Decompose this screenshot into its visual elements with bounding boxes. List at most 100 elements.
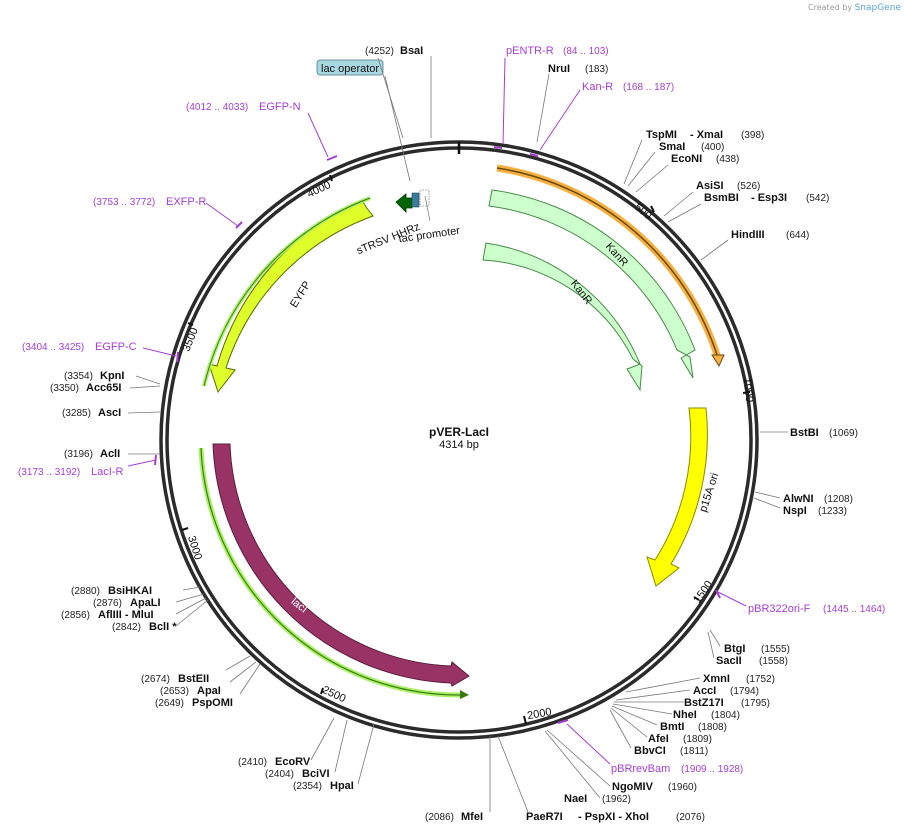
hindiii-label[interactable]: HindIII (731, 229, 765, 241)
acci-label[interactable]: AccI (693, 685, 716, 697)
econi-pos: (438) (716, 154, 739, 165)
kanr-arrow-inner[interactable] (482, 242, 643, 392)
pspomi-pos: (2649) (155, 698, 184, 709)
enzymes-right: TspMI - XmaI (398) SmaI (400) EcoNI (438… (526, 129, 858, 823)
bcivi-pos: (2404) (265, 769, 294, 780)
acci-pos: (1794) (730, 686, 759, 697)
nhei-label[interactable]: NheI (673, 709, 697, 721)
bcivi-label[interactable]: BciVI (302, 768, 330, 780)
ngomiv-label[interactable]: NgoMIV (612, 781, 654, 793)
tac-promoter-arrow[interactable] (395, 193, 413, 213)
asisi-pos: (526) (737, 181, 760, 192)
bstz17i-pos: (1795) (741, 698, 770, 709)
asisi-label[interactable]: AsiSI (696, 180, 724, 192)
nspi-label[interactable]: NspI (783, 505, 807, 517)
naei-label[interactable]: NaeI (564, 793, 587, 805)
pspxi-xhoi-label[interactable]: - PspXI - XhoI (578, 811, 649, 823)
tick-2000: 2000 (526, 706, 552, 722)
enzymes-top: (4252) BsaI NruI (183) (365, 45, 608, 75)
enzyme-leaders (127, 56, 788, 813)
bstz17i-label[interactable]: BstZ17I (684, 697, 724, 709)
tspmi-label[interactable]: TspMI (646, 129, 677, 141)
bmti-label[interactable]: BmtI (660, 721, 684, 733)
hpai-pos: (2354) (293, 781, 322, 792)
xmni-label[interactable]: XmnI (703, 673, 730, 685)
acc65i-label[interactable]: Acc65I (86, 382, 121, 394)
bcli-label[interactable]: BclI * (149, 621, 177, 633)
acli-pos: (3196) (64, 449, 93, 460)
bstbi-label[interactable]: BstBI (790, 427, 819, 439)
paer7i-pos: (2076) (676, 812, 705, 823)
alwni-pos: (1208) (824, 494, 853, 505)
egfp-n-label[interactable]: EGFP-N (259, 101, 301, 113)
bmti-pos: (1808) (698, 722, 727, 733)
pbrrevbam-pos: (1909 .. 1928) (681, 764, 743, 775)
egfp-c-label[interactable]: EGFP-C (95, 341, 137, 353)
eyfp-arrow[interactable] (208, 199, 374, 394)
xmai-label[interactable]: - XmaI (690, 129, 723, 141)
enzymes-left: (3354) KpnI (3350) Acc65I (3285) AscI (3… (50, 370, 483, 823)
econi-label[interactable]: EcoNI (671, 153, 702, 165)
afliii-mlui-label[interactable]: AflIII - MluI (98, 609, 154, 621)
bsteii-label[interactable]: BstEII (178, 673, 209, 685)
plasmid-name: pVER-LacI (429, 425, 489, 439)
apali-label[interactable]: ApaLI (130, 597, 161, 609)
smai-label[interactable]: SmaI (659, 141, 685, 153)
xmni-pos: (1752) (746, 674, 775, 685)
hpai-label[interactable]: HpaI (330, 780, 354, 792)
exfp-r-pos: (3753 .. 3772) (93, 197, 155, 208)
kpni-label[interactable]: KpnI (100, 370, 124, 382)
bsai-label[interactable]: BsaI (400, 45, 423, 57)
bsteii-pos: (2674) (141, 674, 170, 685)
pspomi-label[interactable]: PspOMI (192, 697, 233, 709)
asci-label[interactable]: AscI (98, 407, 121, 419)
apai-label[interactable]: ApaI (197, 685, 221, 697)
bstbi-pos: (1069) (829, 428, 858, 439)
apali-pos: (2876) (93, 598, 122, 609)
pbrrevbam-label[interactable]: pBRrevBam (611, 763, 670, 775)
bcli-pos: (2842) (112, 622, 141, 633)
ecorv-pos: (2410) (238, 757, 267, 768)
bbvci-pos: (1811) (680, 746, 708, 757)
nrui-label[interactable]: NruI (548, 63, 570, 75)
backbone (159, 140, 759, 740)
sTRSV-HHRz-box[interactable] (419, 189, 430, 207)
sacii-pos: (1558) (759, 656, 788, 667)
laci-r-label[interactable]: LacI-R (91, 466, 123, 478)
afliii-pos: (2856) (61, 610, 90, 621)
pbr322ori-f-pos: (1445 .. 1464) (823, 604, 885, 615)
laci-r-pos: (3173 .. 3192) (18, 467, 80, 478)
lac-operator-label: lac operator (321, 63, 379, 75)
lacI-outer-arc (198, 447, 463, 698)
plasmid-center-label: pVER-LacI 4314 bp (429, 425, 489, 451)
exfp-r-label[interactable]: EXFP-R (166, 196, 206, 208)
plasmid-length: 4314 bp (439, 439, 479, 451)
bsihkai-pos: (2880) (71, 586, 100, 597)
bsmbi-label[interactable]: BsmBI (704, 192, 739, 204)
p15a-ori-arrow[interactable] (646, 407, 708, 587)
kan-r-label[interactable]: Kan-R (582, 81, 613, 93)
mfei-label[interactable]: MfeI (461, 811, 483, 823)
lac-operator-box[interactable] (411, 192, 420, 208)
alwni-label[interactable]: AlwNI (783, 493, 814, 505)
afei-pos: (1809) (683, 734, 712, 745)
kanr-arrow-outer[interactable] (488, 189, 696, 379)
bsmbi-pos: (542) (806, 193, 829, 204)
kan-r-pos: (168 .. 187) (623, 82, 674, 93)
features: KanR KanR p15A ori lacI EYFP sTRSV HHRz … (198, 59, 725, 699)
bsihkai-label[interactable]: BsiHKAI (108, 585, 152, 597)
eyfp-label: EYFP (288, 279, 313, 310)
pbr322ori-f-label[interactable]: pBR322ori-F (748, 603, 811, 615)
esp3i-label[interactable]: - Esp3I (751, 192, 787, 204)
btgi-label[interactable]: BtgI (724, 643, 745, 655)
afei-label[interactable]: AfeI (648, 733, 669, 745)
bbvci-label[interactable]: BbvCI (634, 745, 666, 757)
lac-operator-tag[interactable] (316, 59, 384, 76)
laci-arrow[interactable] (212, 443, 470, 687)
acli-label[interactable]: AclI (100, 448, 120, 460)
sacii-label[interactable]: SacII (716, 655, 742, 667)
pentr-r-label[interactable]: pENTR-R (506, 45, 554, 57)
ecorv-label[interactable]: EcoRV (275, 756, 311, 768)
egfp-n-pos: (4012 .. 4033) (186, 102, 248, 113)
paer7i-label[interactable]: PaeR7I (526, 811, 563, 823)
